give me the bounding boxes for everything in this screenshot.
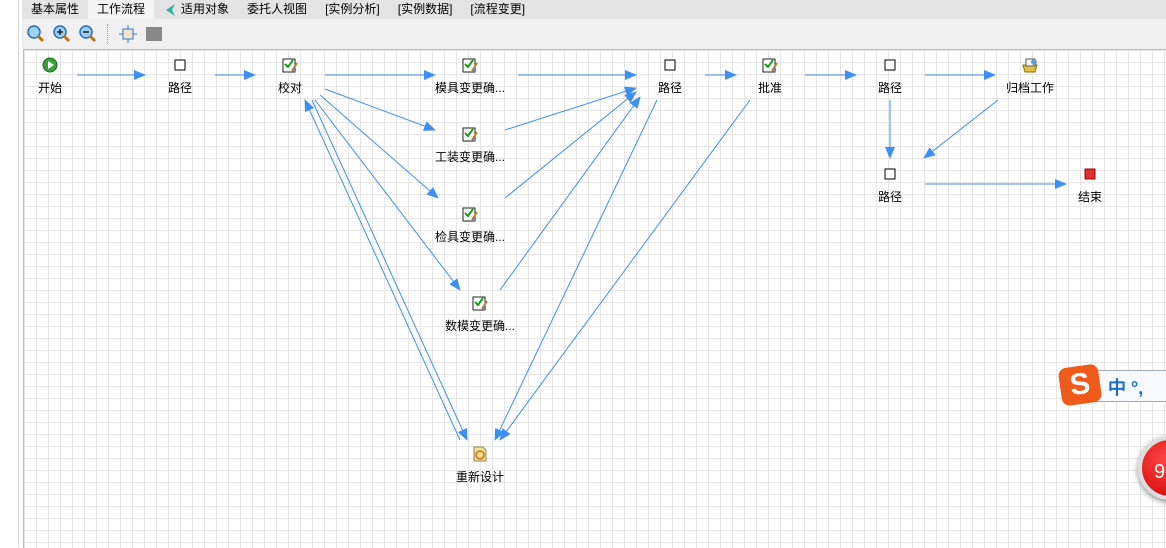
tab-label: 基本属性 [31,2,80,16]
route-icon [662,57,678,73]
fit-page-button[interactable] [118,24,138,44]
edge-path2-redesign[interactable] [494,99,658,441]
route-icon [882,166,898,182]
left-panel-edge [0,0,19,547]
node-label: 路径 [167,81,193,95]
zoom-out-button[interactable] [78,24,98,44]
node-path2[interactable]: 路径 [658,57,682,96]
tab-instance-analysis[interactable]: [实例分析] [316,0,389,19]
edge-gauge-path2[interactable] [504,91,637,199]
ime-panel [1088,370,1166,402]
ime-punct: °, [1131,378,1144,398]
zoom-out-icon [79,25,97,43]
ime-toolbar[interactable]: S 中 °, [1057,363,1166,407]
node-path3[interactable]: 路径 [878,57,902,96]
node-path4[interactable]: 路径 [878,166,902,205]
node-tooling[interactable]: 工装变更确... [435,126,505,165]
node-archive[interactable]: 归档工作 [1006,57,1054,96]
toolbar-separator [107,24,109,44]
node-nc[interactable]: 数模变更确... [445,295,515,334]
redesign-icon [472,446,488,462]
edge-check-nc[interactable] [314,99,461,291]
tab-instance-data[interactable]: [实例数据] [389,0,462,19]
magnifier-icon [27,25,45,43]
task-icon [282,57,298,73]
task-icon [462,126,478,142]
start-icon [42,57,58,73]
tab-label: [实例数据] [397,2,453,16]
node-mold[interactable]: 模具变更确... [435,57,505,96]
edge-approve-redesign[interactable] [499,99,751,441]
node-label: 批准 [757,81,783,95]
node-label: 归档工作 [1005,81,1055,95]
archive-icon [1022,57,1038,73]
workflow-canvas[interactable] [23,49,1166,548]
edge-check-redesign[interactable] [311,99,468,441]
route-icon [882,57,898,73]
tab-label: [流程变更] [470,2,526,16]
tab-label: 适用对象 [181,2,230,16]
toolbar [22,19,1166,49]
zoom-fit-button[interactable] [26,24,46,44]
task-icon [472,295,488,311]
sogou-logo-icon: S [1057,363,1103,407]
tab-delegate-view[interactable]: 委托人视图 [238,0,316,19]
node-label: 路径 [877,190,903,204]
edge-redesign-check[interactable] [304,99,461,441]
route-icon [172,57,188,73]
node-label: 数模变更确... [444,319,516,333]
node-gauge[interactable]: 检具变更确... [435,206,505,245]
tab-label: 工作流程 [97,2,146,16]
end-icon [1082,166,1098,182]
badge-value: 96 [1154,461,1166,483]
ime-lang: 中 [1108,378,1126,398]
edge-tooling-path2[interactable] [504,86,637,131]
node-label: 检具变更确... [434,230,506,244]
node-path1[interactable]: 路径 [168,57,192,96]
tab-label: [实例分析] [325,2,380,16]
applicable-objects-icon [166,3,176,16]
node-label: 路径 [657,81,683,95]
tab-workflow[interactable]: 工作流程 [88,0,155,19]
fit-page-icon [119,25,137,43]
node-label: 开始 [37,81,63,95]
node-label: 结束 [1077,190,1103,204]
task-icon [762,57,778,73]
tab-applicable-objects[interactable]: 适用对象 [154,0,238,19]
zoom-in-button[interactable] [52,24,72,44]
node-label: 模具变更确... [434,81,506,95]
node-label: 校对 [277,81,303,95]
task-icon [462,57,478,73]
tab-process-change[interactable]: [流程变更] [461,0,534,19]
node-redesign[interactable]: 重新设计 [456,446,504,485]
task-icon [462,206,478,222]
tab-basic-props[interactable]: 基本属性 [22,0,88,19]
tab-bar: 基本属性 工作流程 适用对象 委托人视图 [实例分析] [实例数据] [流程变更… [22,0,1166,19]
node-check[interactable]: 校对 [278,57,302,96]
node-start[interactable]: 开始 [38,57,62,96]
edge-nc-path2[interactable] [499,96,641,291]
node-label: 重新设计 [455,470,505,484]
edge-check-tooling[interactable] [324,88,436,131]
overview-icon [146,27,162,41]
tab-label: 委托人视图 [247,2,308,16]
overview-button[interactable] [144,24,164,44]
edge-check-gauge[interactable] [319,94,439,199]
node-label: 工装变更确... [434,150,506,164]
node-label: 路径 [877,81,903,95]
edge-archive-path4[interactable] [923,99,999,159]
node-end[interactable]: 结束 [1078,166,1102,205]
zoom-in-icon [53,25,71,43]
node-approve[interactable]: 批准 [758,57,782,96]
ime-mode[interactable]: 中 °, [1108,374,1143,400]
